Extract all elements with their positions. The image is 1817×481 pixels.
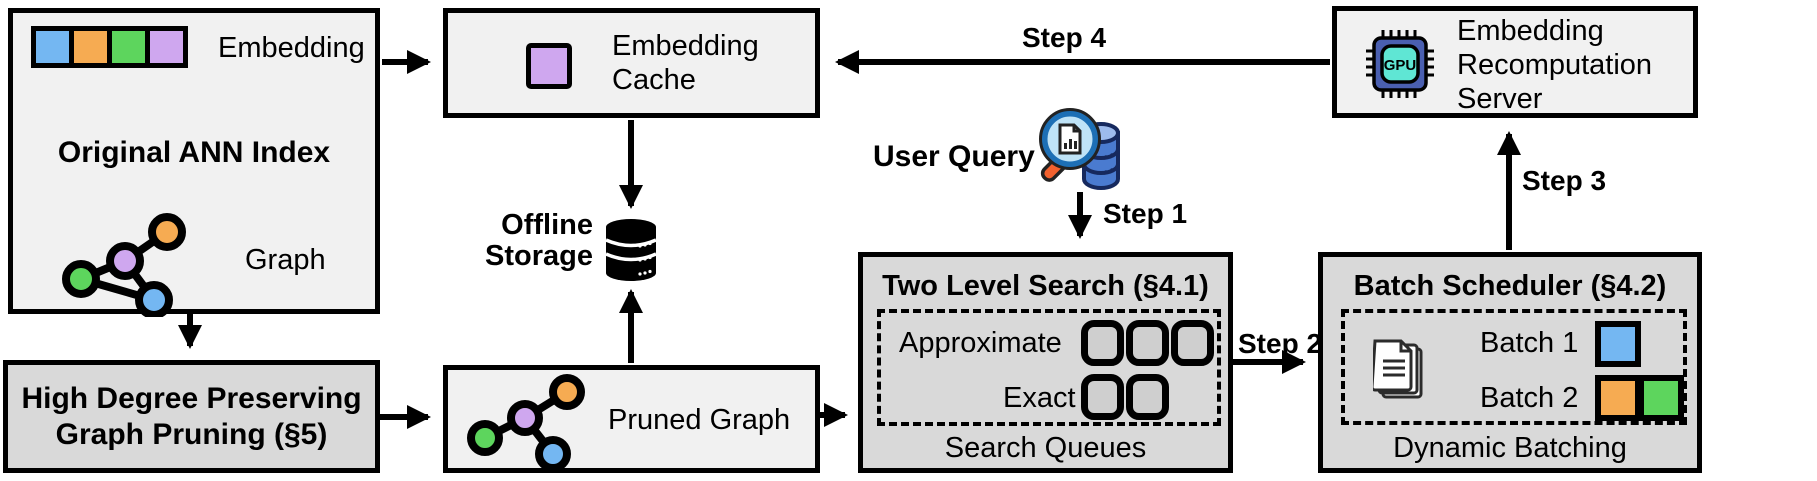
step4-label: Step 4 bbox=[1022, 22, 1107, 53]
documents-icon bbox=[1373, 339, 1423, 399]
pruned-graph-box: Pruned Graph bbox=[443, 365, 820, 473]
original-graph-icon bbox=[62, 213, 186, 317]
batch2-square-green bbox=[1638, 375, 1684, 421]
pruned-graph-icon bbox=[467, 374, 585, 472]
recomputation-server-line3: Server bbox=[1457, 83, 1543, 115]
embedding-cell-green bbox=[107, 26, 150, 68]
step3-label: Step 3 bbox=[1522, 165, 1607, 196]
queue-slot bbox=[1081, 320, 1124, 366]
embedding-cell-blue bbox=[31, 26, 74, 68]
queue-slot bbox=[1126, 320, 1169, 366]
exact-label: Exact bbox=[1003, 382, 1076, 414]
embedding-vector bbox=[31, 26, 188, 68]
embedding-label: Embedding bbox=[218, 32, 365, 64]
embedding-cache-box: Embedding Cache bbox=[443, 8, 820, 118]
user-query-label: User Query bbox=[873, 140, 1035, 173]
two-level-search-box: Two Level Search (§4.1) Approximate Exac… bbox=[858, 252, 1233, 473]
recomputation-server-box: GPU Embedding Recomputation Server bbox=[1332, 6, 1698, 118]
search-queues-label: Search Queues bbox=[944, 432, 1147, 464]
two-level-search-title: Two Level Search (§4.1) bbox=[882, 270, 1209, 302]
graph-pruning-title-line1: High Degree Preserving bbox=[21, 381, 362, 415]
batch-scheduler-box: Batch Scheduler (§4.2) Batch 1 Batch 2 bbox=[1318, 252, 1702, 473]
recomputation-server-line2: Recomputation bbox=[1457, 49, 1653, 81]
offline-storage-line2: Storage bbox=[485, 240, 593, 272]
offline-storage-line1: Offline bbox=[501, 209, 593, 241]
recomputation-server-label: Embedding Recomputation Server bbox=[1457, 14, 1652, 116]
embedding-cell-purple bbox=[145, 26, 188, 68]
pruned-graph-label: Pruned Graph bbox=[608, 404, 791, 436]
search-queues-dashed-panel: Approximate Exact bbox=[877, 309, 1221, 426]
original-ann-index-box: Embedding Original ANN Index Graph bbox=[8, 8, 380, 317]
approximate-queue-slots bbox=[1079, 320, 1214, 366]
offline-storage-database-icon bbox=[605, 219, 657, 281]
queue-slot bbox=[1126, 374, 1169, 420]
approximate-label: Approximate bbox=[899, 327, 1062, 359]
step1-label: Step 1 bbox=[1103, 198, 1188, 229]
offline-storage-label: Offline Storage bbox=[453, 210, 593, 272]
gpu-chip-text: GPU bbox=[1384, 57, 1417, 74]
batch-scheduler-title: Batch Scheduler (§4.2) bbox=[1353, 270, 1667, 302]
exact-queue-slots bbox=[1079, 374, 1169, 420]
step2-label: Step 2 bbox=[1238, 328, 1323, 359]
graph-pruning-box: High Degree Preserving Graph Pruning (§5… bbox=[3, 360, 380, 473]
dynamic-batching-label: Dynamic Batching bbox=[1393, 432, 1627, 464]
cached-embedding-square bbox=[526, 43, 572, 89]
original-ann-index-title: Original ANN Index bbox=[57, 136, 331, 169]
queue-slot bbox=[1171, 320, 1214, 366]
embedding-cache-label: Embedding Cache bbox=[612, 29, 759, 97]
recomputation-server-line1: Embedding bbox=[1457, 15, 1604, 47]
graph-pruning-title-line2: Graph Pruning (§5) bbox=[55, 417, 328, 451]
embedding-cell-orange bbox=[69, 26, 112, 68]
embedding-cache-line2: Cache bbox=[612, 64, 696, 96]
queue-slot bbox=[1081, 374, 1124, 420]
embedding-cache-line1: Embedding bbox=[612, 30, 759, 62]
batch2-label: Batch 2 bbox=[1480, 382, 1579, 414]
gpu-chip-icon: GPU bbox=[1366, 30, 1434, 98]
batch1-label: Batch 1 bbox=[1480, 327, 1579, 359]
dynamic-batching-dashed-panel: Batch 1 Batch 2 bbox=[1341, 309, 1687, 425]
user-query-icon bbox=[1039, 108, 1120, 190]
batch2-square-orange bbox=[1595, 375, 1641, 421]
graph-label: Graph bbox=[245, 244, 326, 276]
batch1-square-blue bbox=[1595, 321, 1641, 367]
